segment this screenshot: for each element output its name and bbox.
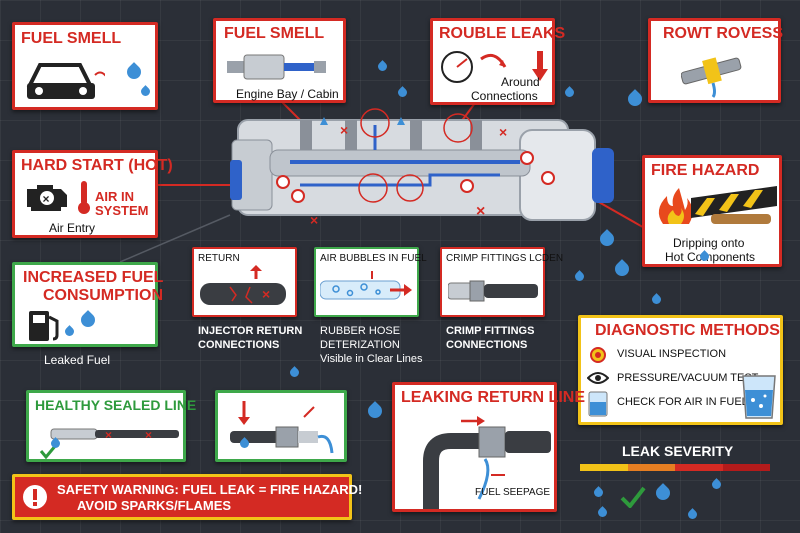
svg-text:×: × bbox=[310, 212, 318, 228]
crimp-title: CRIMP FITTINGS LCDEN bbox=[446, 253, 564, 264]
svg-text:×: × bbox=[105, 428, 112, 442]
return-label-1: INJECTOR RETURN bbox=[198, 325, 303, 337]
rouble-leaks-title: ROUBLE LEAKS bbox=[439, 25, 566, 42]
diagnostic-title: DIAGNOSTIC METHODS bbox=[595, 322, 780, 339]
fuel-smell-panel-center: FUEL SMELL Engine Bay / Cabin bbox=[213, 18, 346, 103]
rowt-roves-panel: ROWT ROVESS bbox=[648, 18, 784, 103]
fire-hazard-icon bbox=[658, 186, 777, 224]
hard-start-title: HARD START (HOT) bbox=[21, 157, 173, 174]
air-bubbles-label-3: Visible in Clear Lines bbox=[320, 353, 423, 365]
cracked-hose-icon: × bbox=[200, 265, 286, 305]
eye-icon bbox=[587, 372, 609, 384]
fuel-smell-caption: Engine Bay / Cabin bbox=[236, 87, 339, 101]
fuel-smell-center-title: FUEL SMELL bbox=[224, 25, 325, 42]
fuel-smell-panel-left: FUEL SMELL bbox=[12, 22, 158, 110]
increased-fuel-panel: INCREASED FUEL CONSUMPTION bbox=[12, 262, 163, 347]
rouble-leaks-panel: ROUBLE LEAKS Around Connections bbox=[430, 18, 565, 105]
svg-text:×: × bbox=[340, 122, 348, 138]
leaking-return-panel: LEAKING RETURN LINE FUEL SEEPAGE bbox=[392, 382, 585, 512]
clear-hose-bubbles-icon bbox=[320, 271, 412, 300]
diagnostic-item-air: CHECK FOR AIR IN FUEL bbox=[617, 396, 748, 408]
rowt-roves-title: ROWT ROVESS bbox=[663, 25, 784, 42]
crimp-label-2: CONNECTIONS bbox=[446, 339, 528, 351]
fuel-seepage-caption: FUEL SEEPAGE bbox=[475, 487, 551, 498]
air-bubbles-label-2: DETERIZATION bbox=[320, 339, 400, 351]
check-icon bbox=[620, 486, 646, 508]
svg-text:×: × bbox=[476, 203, 485, 220]
leaked-fuel-caption: Leaked Fuel bbox=[44, 353, 111, 367]
safety-warning-banner: SAFETY WARNING: FUEL LEAK = FIRE HAZARD!… bbox=[12, 474, 362, 520]
air-in-system-line2: SYSTEM bbox=[95, 203, 149, 218]
air-in-system-line1: AIR IN bbox=[95, 189, 134, 204]
thermometer-icon bbox=[78, 181, 90, 214]
fuel-drop-icon bbox=[139, 85, 152, 98]
increased-fuel-title-1: INCREASED FUEL bbox=[23, 269, 164, 286]
fitting-leak-icon bbox=[681, 57, 742, 98]
return-label-2: CONNECTIONS bbox=[198, 339, 280, 351]
safety-warning-line2: AVOID SPARKS/FLAMES bbox=[77, 498, 232, 513]
fitting-drip-icon bbox=[230, 401, 334, 454]
beaker-icon bbox=[588, 391, 608, 417]
rouble-leaks-caption-1: Around bbox=[501, 75, 540, 89]
fire-hazard-title: FIRE HAZARD bbox=[651, 162, 760, 179]
return-panel: RETURN × bbox=[192, 247, 297, 317]
fuel-drop-icon bbox=[124, 62, 144, 82]
leaking-return-title: LEAKING RETURN LINE bbox=[401, 389, 585, 406]
fire-hazard-caption-2: Hot Components bbox=[665, 250, 756, 264]
hard-start-panel: HARD START (HOT) × AIR IN SYSTEM Air Ent… bbox=[12, 150, 173, 238]
diagnostic-item-pressure: PRESSURE/VACUUM TEST bbox=[617, 372, 759, 384]
crimp-fitting-icon bbox=[448, 280, 538, 302]
leaking-return-icon bbox=[423, 416, 551, 509]
crimp-panel: CRIMP FITTINGS LCDEN bbox=[440, 247, 563, 317]
target-icon bbox=[590, 347, 606, 363]
return-title: RETURN bbox=[198, 253, 240, 264]
pressure-gauge-icon bbox=[441, 51, 548, 83]
air-bubbles-title: AIR BUBBLES IN FUEL bbox=[320, 253, 427, 264]
leak-severity-bar bbox=[580, 464, 770, 471]
sealed-line-icon: × × bbox=[39, 428, 179, 459]
engine-warning-icon: × bbox=[27, 185, 67, 211]
svg-text:×: × bbox=[43, 192, 50, 206]
fire-hazard-panel: FIRE HAZARD Dripping onto Hot Components bbox=[642, 155, 782, 267]
leak-severity-title: LEAK SEVERITY bbox=[622, 443, 734, 459]
air-entry-caption: Air Entry bbox=[49, 221, 96, 235]
fuel-filter-icon bbox=[227, 54, 326, 80]
fire-hazard-caption-1: Dripping onto bbox=[673, 236, 745, 250]
healthy-line-title: HEALTHY SEALED LINE bbox=[35, 397, 197, 413]
safety-warning-line1: SAFETY WARNING: FUEL LEAK = FIRE HAZARD! bbox=[57, 482, 363, 497]
air-bubbles-label-1: RUBBER HOSE bbox=[320, 325, 401, 337]
svg-text:×: × bbox=[499, 124, 507, 140]
fuel-pump-icon bbox=[29, 311, 59, 341]
svg-text:×: × bbox=[262, 286, 270, 302]
fuel-smell-title: FUEL SMELL bbox=[21, 30, 122, 47]
car-icon bbox=[26, 63, 105, 99]
increased-fuel-title-2: CONSUMPTION bbox=[43, 287, 163, 304]
healthy-line-panel: HEALTHY SEALED LINE × × bbox=[26, 390, 196, 462]
diagnostic-methods-panel: DIAGNOSTIC METHODS VISUAL INSPECTION PRE… bbox=[578, 315, 783, 425]
svg-text:×: × bbox=[145, 428, 152, 442]
crimp-label-1: CRIMP FITTINGS bbox=[446, 325, 535, 337]
air-bubbles-panel: AIR BUBBLES IN FUEL bbox=[314, 247, 427, 317]
rouble-leaks-caption-2: Connections bbox=[471, 89, 538, 103]
fuel-glass-icon bbox=[742, 375, 776, 419]
fuel-drop-icon bbox=[78, 310, 98, 330]
diagnostic-item-visual: VISUAL INSPECTION bbox=[617, 348, 727, 360]
fitting-drip-panel bbox=[215, 390, 347, 462]
warning-icon bbox=[23, 485, 47, 509]
